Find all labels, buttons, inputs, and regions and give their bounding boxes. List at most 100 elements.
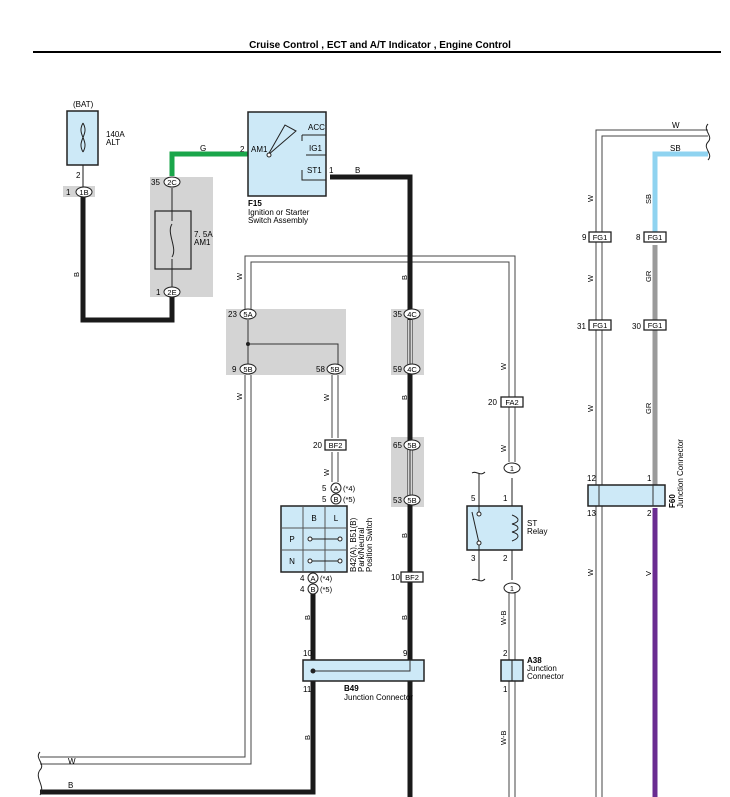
f15-am1: AM1 — [251, 145, 268, 154]
bat-label: (BAT) — [73, 100, 94, 109]
f15-ig1: IG1 — [309, 144, 322, 153]
relay-name-2: Relay — [527, 527, 547, 536]
b49-name: Junction Connector — [344, 693, 413, 702]
c5a-pin: 23 — [228, 310, 237, 319]
f60-pin-2: 2 — [647, 509, 652, 518]
b-wire-bat-am1 — [80, 197, 175, 323]
pnp-row-n: N — [289, 557, 295, 566]
c4c-35-id: 4C — [407, 310, 417, 319]
ignition-switch-box — [247, 111, 327, 197]
w-label-8: W — [586, 274, 595, 282]
fg1-31-pin: 31 — [577, 322, 586, 331]
w-wire-fa2-relay — [508, 407, 516, 462]
pnp-top-conn-b — [330, 493, 342, 505]
relay-pin-2: 2 — [503, 554, 508, 563]
f15-pin-in: 2 — [240, 145, 245, 154]
f15-id: F15 — [248, 199, 262, 208]
c1b-connector — [75, 186, 93, 198]
fg1-9-pin: 9 — [582, 233, 587, 242]
fg1-30-pin: 30 — [632, 322, 641, 331]
b-label-4: B — [400, 615, 409, 620]
gr-label-2: GR — [644, 402, 653, 414]
a38-id: A38 — [527, 656, 542, 665]
b49-pin-10: 10 — [303, 649, 312, 658]
c4c-59-id: 4C — [407, 365, 417, 374]
fg1-31-id: FG1 — [593, 321, 608, 330]
c5b-53-pin: 53 — [393, 496, 402, 505]
bf2-10-connector — [400, 571, 424, 583]
fa2-pin: 20 — [488, 398, 497, 407]
relay-top-connector — [503, 462, 521, 474]
w-label-9: W — [586, 404, 595, 412]
b-label-3: B — [400, 533, 409, 538]
pnp-top-conn-a — [330, 482, 342, 494]
c5b-65-connector — [403, 439, 421, 451]
am1-name: AM1 — [194, 238, 211, 247]
f60-pin-12: 12 — [587, 474, 596, 483]
f15-acc: ACC — [308, 123, 325, 132]
pnp-bot-conn-b-id: B — [310, 585, 315, 594]
c5b-65-pin: 65 — [393, 441, 402, 450]
b-label-bottom: B — [68, 781, 73, 790]
f15-pin-out: 1 — [329, 166, 334, 175]
w-label-6: W — [499, 444, 508, 452]
page-title: Cruise Control , ECT and A/T Indicator ,… — [249, 40, 511, 51]
f15-name-1: Ignition or Starter — [248, 208, 310, 217]
fg1-30-connector — [643, 319, 667, 331]
b49-pin-11: 11 — [303, 685, 312, 694]
w-label-top-right: W — [672, 121, 680, 130]
sb-label-vertical: SB — [644, 194, 653, 204]
pnp-switch-grid — [280, 505, 348, 573]
fg1-8-pin: 8 — [636, 233, 641, 242]
pnp-bot-pin-b: 4 — [300, 585, 305, 594]
b49-id: B49 — [344, 684, 359, 693]
pnp-top-pin-b: 5 — [322, 495, 327, 504]
pnp-bot-note-a: (*4) — [320, 574, 333, 583]
c5a-id: 5A — [243, 310, 252, 319]
gr-label-1: GR — [644, 270, 653, 282]
am1-fuse-box — [154, 210, 192, 270]
w-wire-left-down — [40, 375, 252, 765]
ignition-key-icon — [267, 124, 297, 156]
relay-bottom-conn-id: 1 — [510, 584, 514, 593]
f60-pin-1: 1 — [647, 474, 652, 483]
pnp-bot-conn-b — [307, 583, 319, 595]
c2e-id: 2E — [167, 288, 176, 297]
f60-pin-13: 13 — [587, 509, 596, 518]
c5b-53-id: 5B — [407, 496, 416, 505]
w-label-7: W — [586, 194, 595, 202]
c5a-connector — [239, 308, 257, 320]
ignition-contacts — [301, 134, 326, 181]
fg1-9-connector — [588, 231, 612, 243]
pnp-bot-conn-a-id: A — [310, 574, 315, 583]
alt-pin: 2 — [76, 171, 81, 180]
pnp-header-b: B — [311, 514, 316, 523]
pnp-header-l: L — [334, 514, 339, 523]
b-wire-label-top: B — [355, 166, 360, 175]
w-wire-loop — [244, 255, 516, 397]
pnp-top-note-b: (*5) — [343, 495, 356, 504]
b49-internal — [313, 660, 411, 672]
c4c-35-connector — [403, 308, 421, 320]
f60-junction-box — [587, 484, 666, 507]
c1b-id: 1B — [79, 188, 88, 197]
bf2-20-connector — [324, 439, 347, 451]
b-label-left: B — [72, 272, 81, 277]
break-mark-top-right — [705, 123, 711, 161]
b-wire-st1 — [330, 174, 413, 797]
j-block-am1-shade — [150, 177, 213, 297]
fg1-31-connector — [588, 319, 612, 331]
pnp-top-conn-b-id: B — [333, 495, 338, 504]
b-wire-pnp-ground — [40, 590, 316, 795]
c5b-9-id: 5B — [243, 365, 252, 374]
c5b-9-pin: 9 — [232, 365, 237, 374]
pnp-top-note-a: (*4) — [343, 484, 356, 493]
relay-pin-5: 5 — [471, 494, 476, 503]
c4c-59-connector — [403, 363, 421, 375]
sb-wire — [652, 151, 708, 235]
g-wire — [169, 151, 248, 176]
sb-label-top: SB — [670, 144, 681, 153]
pnp-name-2: Position Switch — [365, 518, 374, 572]
wb-label-2: W-B — [499, 731, 508, 745]
